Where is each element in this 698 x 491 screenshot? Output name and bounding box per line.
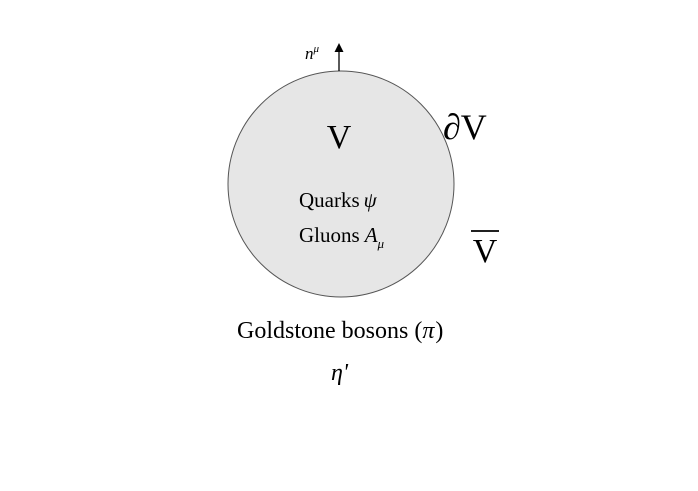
eta-prime-label: η' [331,360,349,386]
goldstone-text: Goldstone bosons(π) [237,318,443,344]
region-label: V [327,119,352,156]
complement-label: V [473,233,498,270]
normal-vector-base: n [305,44,314,63]
normal-vector-label: nμ [305,43,320,63]
normal-vector-arrowhead [334,43,344,52]
gluons-label: Gluons [299,223,360,247]
gluons-subscript: μ [377,236,385,251]
region-circle [227,70,455,298]
boundary-symbol: ∂ [443,107,461,147]
boundary-label: ∂V [443,107,487,147]
goldstone-open-paren: ( [414,318,422,344]
quarks-label: Quarks [299,188,360,212]
goldstone-label: Goldstone bosons [237,318,408,344]
boundary-letter: V [461,107,487,147]
gluons-symbol: A [363,223,378,247]
goldstone-symbol: π [422,318,435,344]
quarks-symbol: ψ [364,188,378,212]
normal-vector-superscript: μ [313,43,320,55]
goldstone-close-paren: ) [435,318,443,344]
